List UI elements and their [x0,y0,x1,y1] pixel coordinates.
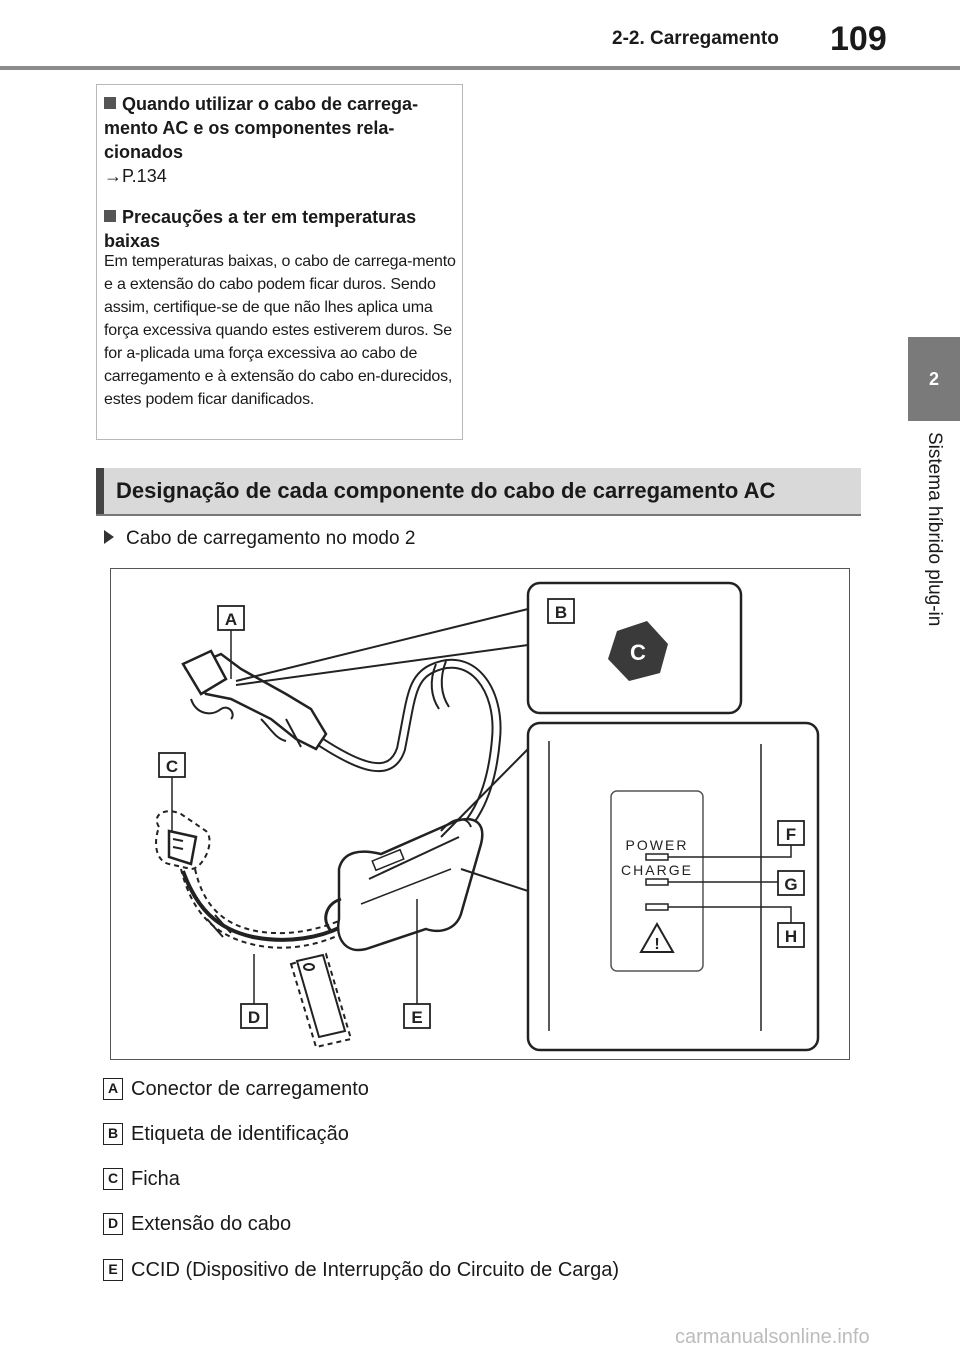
caption-arrow-icon [104,530,114,544]
callout-a-text: A [225,610,237,629]
panel-charge-text: CHARGE [621,862,693,878]
note-heading-1-text: Quando utilizar o cabo de carrega-mento … [104,94,419,162]
legend-key-a: A [103,1078,123,1100]
legend-item-d: D Extensão do cabo [103,1213,291,1237]
legend-key-e: E [103,1259,123,1281]
callout-d: D [240,954,268,1029]
error-indicator [645,903,669,911]
legend-label-b: Etiqueta de identificação [131,1123,349,1145]
figure-caption-text: Cabo de carregamento no modo 2 [126,528,416,549]
id-label-badge-icon [608,621,668,681]
chapter-tab-label: Sistema híbrido plug-in [924,432,945,627]
section-heading-bar: Designação de cada componente do cabo de… [96,468,861,516]
legend-label-e: CCID (Dispositivo de Interrupção do Circ… [131,1259,619,1281]
note-page-reference: →P.134 [104,166,167,186]
plug [155,810,211,871]
legend-item-a: A Conector de carregamento [103,1078,369,1102]
svg-text:!: ! [654,936,659,953]
legend-item-c: C Ficha [103,1168,180,1192]
chapter-tab: 2 [908,337,960,421]
callout-c-text: C [166,757,178,776]
note-heading-2-text: Precauções a ter em temperaturas baixas [104,207,417,251]
note-box [96,84,463,440]
callout-c: C [158,752,186,831]
callout-b-text: B [555,603,567,622]
charging-connector [181,649,328,751]
bullet-square-icon [104,97,116,109]
watermark: carmanualsonline.info [675,1326,870,1348]
header-divider [0,66,960,70]
section-heading-title: Designação de cada componente do cabo de… [116,478,776,503]
callout-e: E [403,899,431,1029]
charge-indicator [645,878,669,886]
callout-d-text: D [248,1008,260,1027]
callout-h-text: H [785,927,797,946]
ccid-box [324,818,484,952]
id-label-badge-text: C [630,640,646,665]
note-heading-1: Quando utilizar o cabo de carrega-mento … [104,92,454,164]
cable-illustration: A C D E B C [110,568,850,1060]
section-heading-stripe [96,468,104,514]
callout-f-text: F [786,825,796,844]
legend-item-e: E CCID (Dispositivo de Interrupção do Cir… [103,1259,619,1283]
legend-label-c: Ficha [131,1168,180,1190]
legend-label-a: Conector de carregamento [131,1078,369,1100]
cable-illustration-svg: A C D E B C [155,581,820,1052]
bullet-square-icon [104,210,116,222]
panel-power-text: POWER [626,837,689,853]
power-indicator [645,853,669,861]
header-section-title: 2-2. Carregamento [612,28,779,49]
callout-g-text: G [784,875,797,894]
legend-item-b: B Etiqueta de identificação [103,1123,349,1147]
zoom-ccid-box: POWER CHARGE ! F G H [440,721,820,1052]
warning-triangle-icon [639,921,675,953]
note-body-text: Em temperaturas baixas, o cabo de carreg… [104,253,456,408]
legend-label-d: Extensão do cabo [131,1213,292,1235]
legend-key-d: D [103,1213,123,1235]
legend-key-c: C [103,1168,123,1190]
legend-key-b: B [103,1123,123,1145]
page-number: 109 [830,20,887,58]
zoom-label-box: B C [235,581,743,715]
note-heading-2: Precauções a ter em temperaturas baixas [104,205,454,253]
figure-caption: Cabo de carregamento no modo 2 [104,528,415,550]
callout-a: A [217,605,245,679]
callout-e-text: E [411,1008,422,1027]
